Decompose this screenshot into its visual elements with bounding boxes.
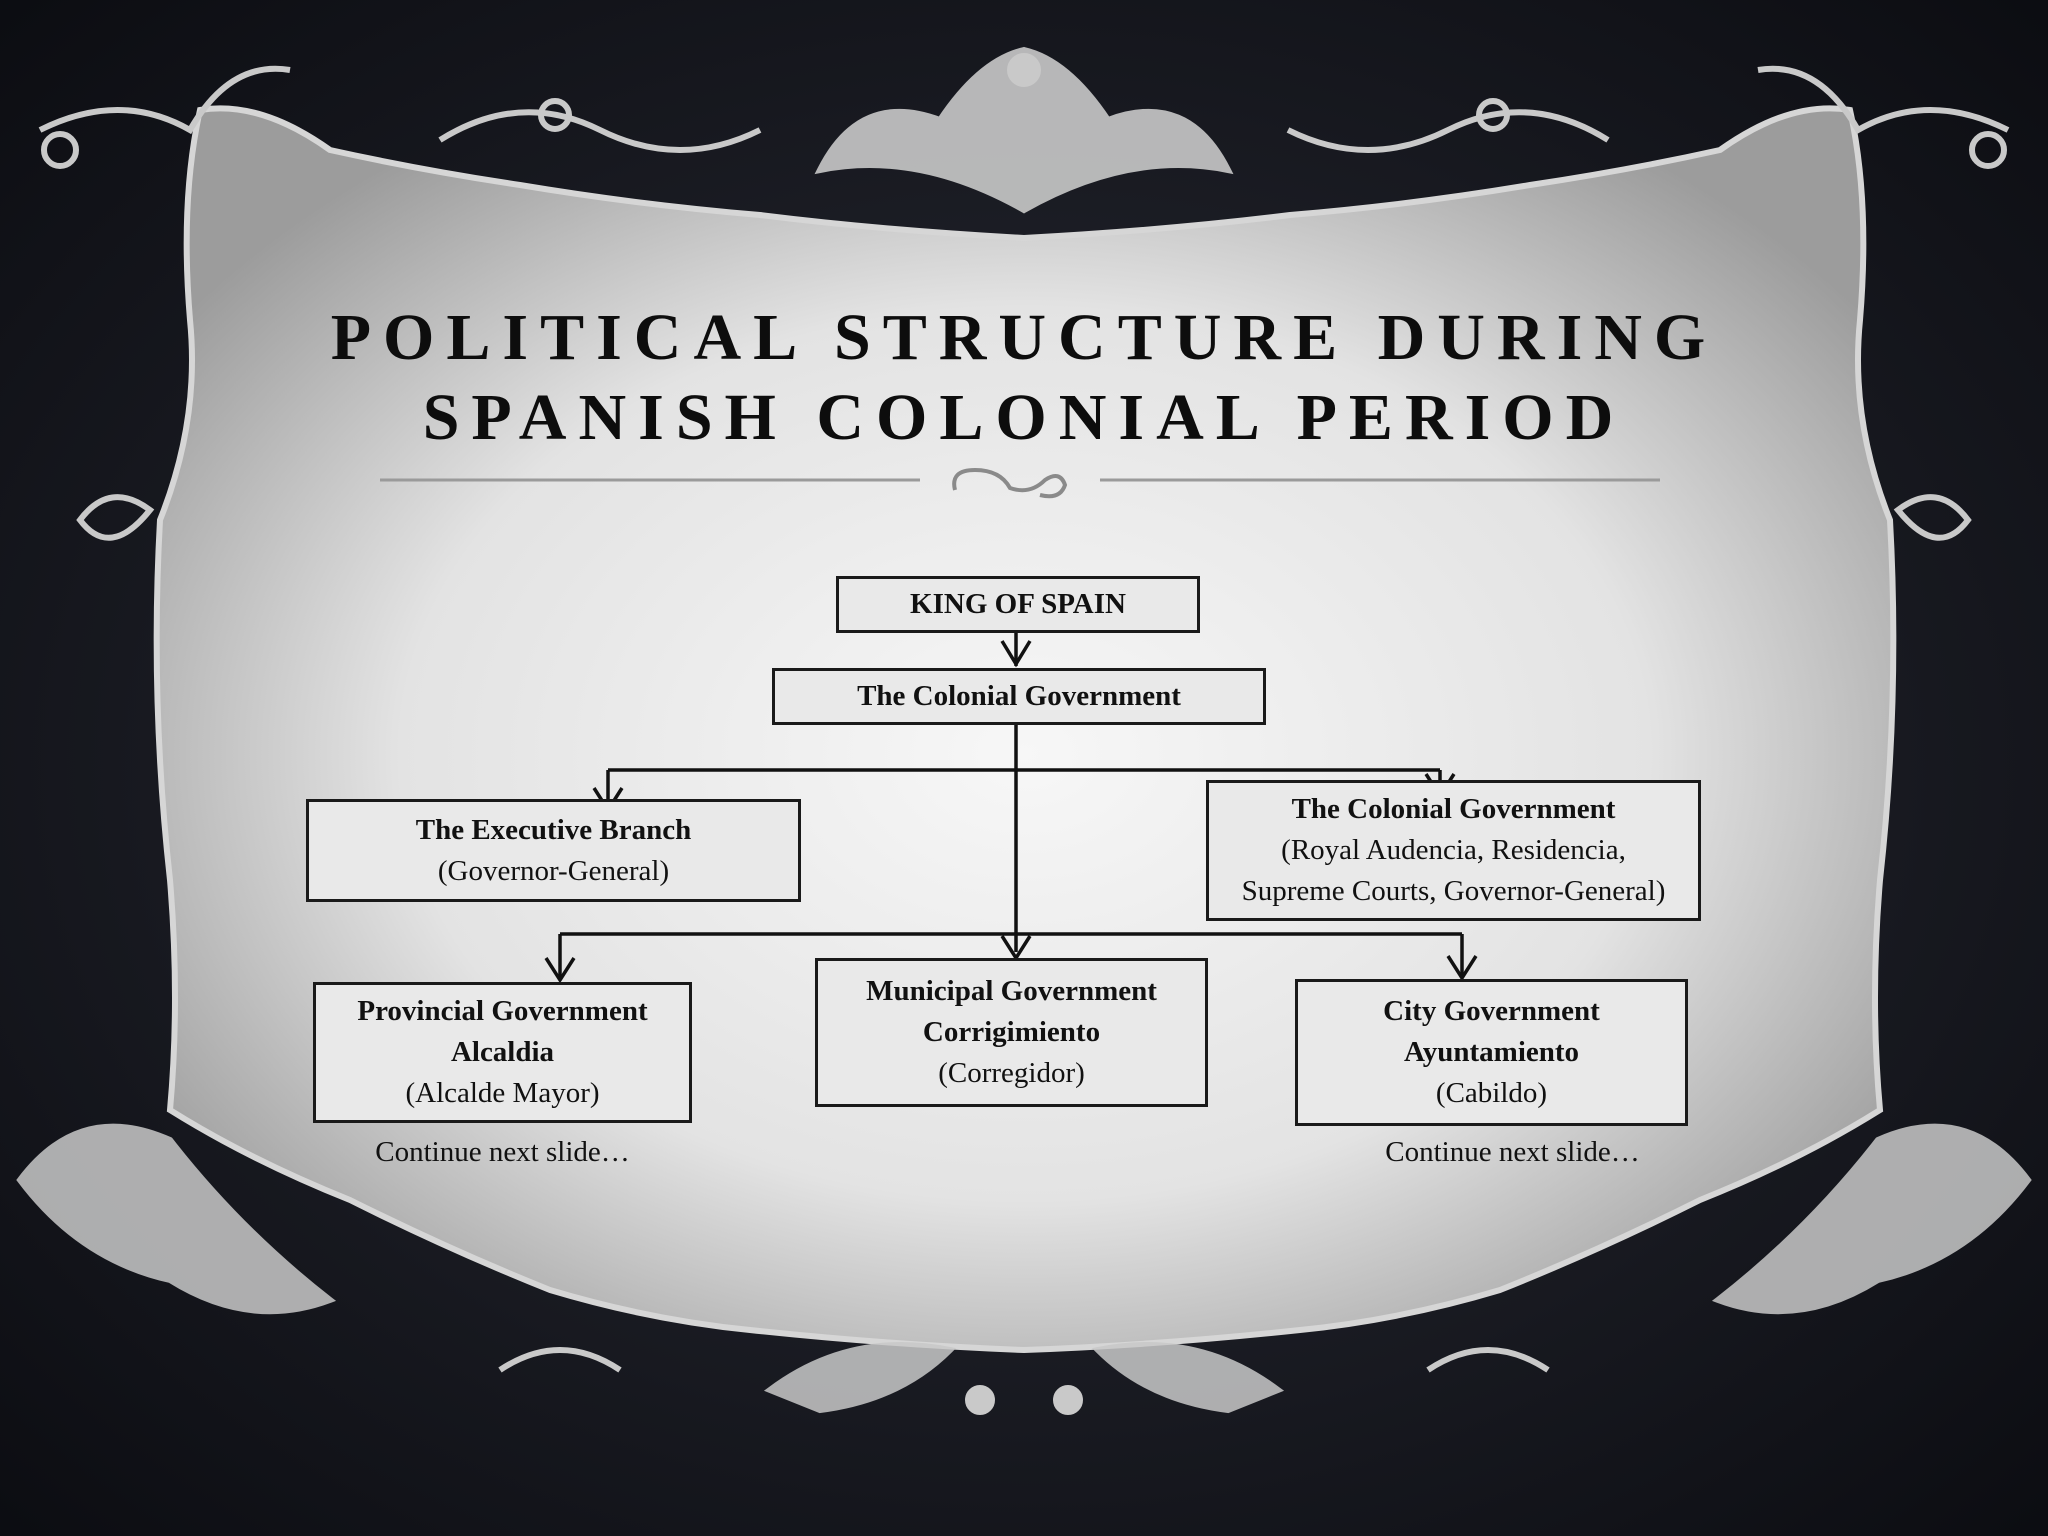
executive-branch-sub: (Governor-General) <box>437 854 670 887</box>
colonial-government-right-box: The Colonial Government (Royal Audencia,… <box>1206 780 1701 921</box>
colonial-government-box: The Colonial Government <box>772 668 1266 725</box>
king-of-spain-box: KING OF SPAIN <box>836 576 1200 633</box>
title-divider <box>380 467 1660 499</box>
city-government-title: City Government <box>1383 995 1600 1027</box>
continue-note-right: Continue next slide… <box>1385 1136 1640 1168</box>
slide-title-line-2: SPANISH COLONIAL PERIOD <box>422 381 1626 454</box>
ornament-sides <box>76 494 1972 541</box>
municipal-government-box: Municipal Government Corrigimiento (Corr… <box>815 958 1208 1107</box>
executive-branch-box: The Executive Branch (Governor-General) <box>306 799 801 902</box>
executive-branch-title: The Executive Branch <box>415 813 692 846</box>
provincial-government-box: Provincial Government Alcaldia (Alcalde … <box>313 982 692 1123</box>
municipal-government-name: Corrigimiento <box>922 1016 1101 1048</box>
municipal-government-title: Municipal Government <box>866 975 1157 1007</box>
municipal-government-sub: (Corregidor) <box>938 1057 1085 1089</box>
city-government-sub: (Cabildo) <box>1435 1077 1548 1109</box>
ornament-top <box>38 46 2010 214</box>
colonial-government-right-sub2: Supreme Courts, Governor-General) <box>1241 875 1666 907</box>
colonial-government-right-title: The Colonial Government <box>1291 793 1616 825</box>
king-of-spain-label: KING OF SPAIN <box>910 588 1126 620</box>
slide-title-line-1: POLITICAL STRUCTURE DURING <box>330 301 1718 374</box>
provincial-government-title: Provincial Government <box>357 995 648 1027</box>
city-government-name: Ayuntamiento <box>1403 1036 1580 1068</box>
continue-note-left: Continue next slide… <box>375 1136 630 1168</box>
colonial-government-label: The Colonial Government <box>857 680 1181 712</box>
city-government-box: City Government Ayuntamiento (Cabildo) <box>1295 979 1688 1126</box>
ornament-bottom <box>16 1123 2032 1415</box>
colonial-government-right-sub1: (Royal Audencia, Residencia, <box>1281 834 1626 866</box>
provincial-government-name: Alcaldia <box>450 1036 555 1068</box>
provincial-government-sub: (Alcalde Mayor) <box>405 1077 600 1109</box>
